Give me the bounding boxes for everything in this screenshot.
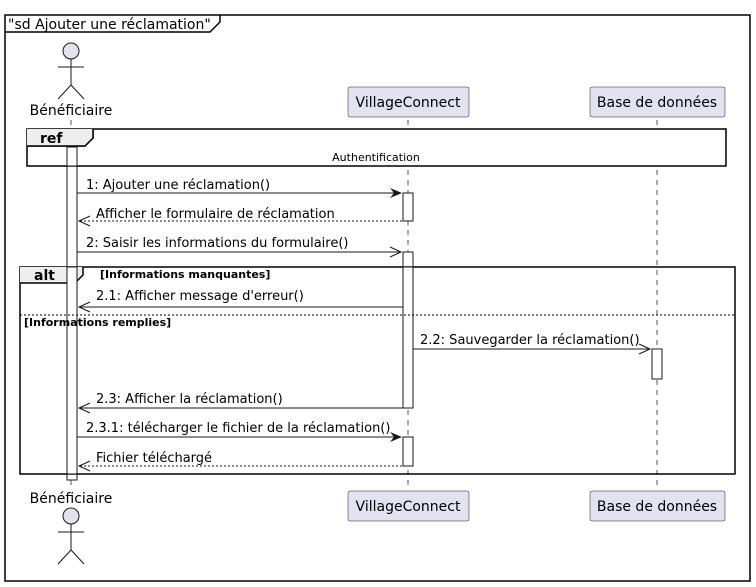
message-label: 2.2: Sauvegarder la réclamation() <box>420 333 640 348</box>
actor-bottom <box>57 507 85 565</box>
alt-frame <box>19 266 736 475</box>
alt-guard-1: [Informations manquantes] <box>100 268 270 281</box>
system-activation-1 <box>402 192 414 222</box>
message-label: 1: Ajouter une réclamation() <box>86 178 270 193</box>
db-label-bottom: Base de données <box>597 499 717 515</box>
message-label: Afficher le formulaire de réclamation <box>96 207 335 222</box>
db-box-bottom <box>589 490 726 522</box>
db-label-top: Base de données <box>597 95 717 111</box>
alt-keyword: alt <box>34 268 55 284</box>
message-label: 2.1: Afficher message d'erreur() <box>96 289 304 304</box>
alt-tab <box>20 267 84 284</box>
actor-label-top: Bénéficiaire <box>30 103 113 119</box>
alt-guard-2: [Informations remplies] <box>24 316 171 329</box>
system-activation-3 <box>402 436 414 467</box>
db-activation <box>651 348 663 380</box>
system-box-bottom <box>347 490 470 522</box>
db-box-top <box>589 86 726 118</box>
diagram-frame <box>4 14 751 582</box>
system-label-top: VillageConnect <box>356 95 461 111</box>
ref-frame <box>26 128 727 167</box>
actor-top <box>57 42 85 100</box>
message-label: 2.3.1: télécharger le fichier de la récl… <box>86 421 390 436</box>
message-label: 2: Saisir les informations du formulaire… <box>86 236 349 251</box>
system-label-bottom: VillageConnect <box>356 499 461 515</box>
system-box-top <box>347 86 470 118</box>
actor-label-bottom: Bénéficiaire <box>30 491 113 507</box>
frame-title: "sd Ajouter une réclamation" <box>8 17 211 33</box>
actor-head-icon <box>62 507 80 525</box>
frame-title-tab <box>5 15 221 33</box>
message-label: Fichier téléchargé <box>96 451 212 466</box>
ref-label: Authentification <box>332 151 420 164</box>
actor-head-icon <box>62 42 80 60</box>
message-label: 2.3: Afficher la réclamation() <box>96 392 283 407</box>
ref-keyword: ref <box>40 131 63 147</box>
